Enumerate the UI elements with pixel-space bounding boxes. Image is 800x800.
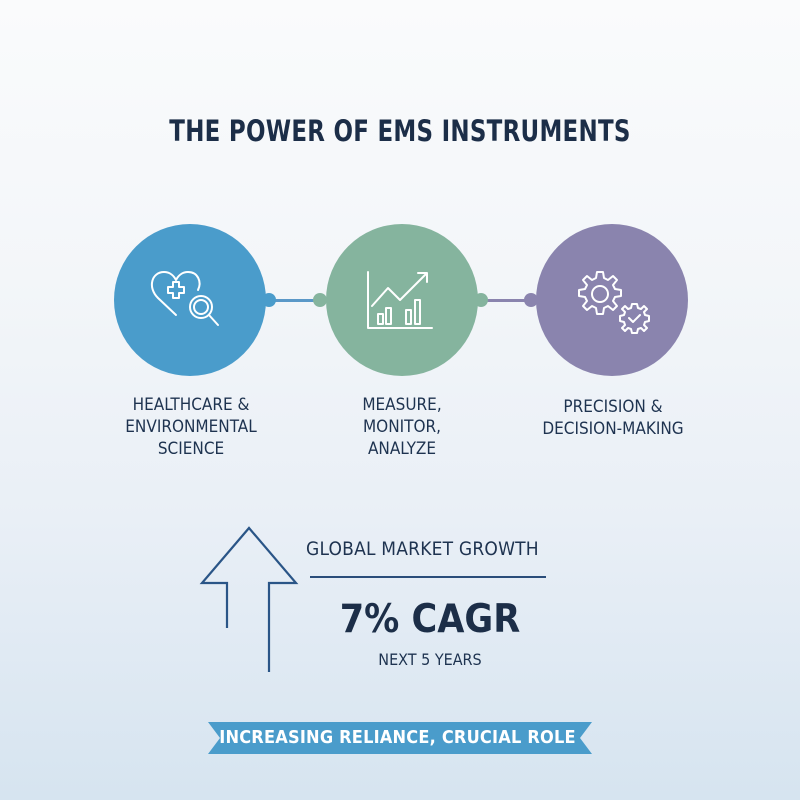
cagr-value: 7% CAGR bbox=[339, 597, 521, 642]
growth-heading: GLOBAL MARKET GROWTH bbox=[306, 538, 539, 560]
step-circle-healthcare bbox=[114, 224, 266, 376]
step-circle-measure bbox=[326, 224, 478, 376]
ribbon-banner bbox=[208, 722, 592, 754]
page-title: THE POWER OF EMS INSTRUMENTS bbox=[169, 114, 631, 148]
step-circle-precision bbox=[536, 224, 688, 376]
step-label-healthcare: HEALTHCARE & ENVIRONMENTAL SCIENCE bbox=[125, 395, 257, 459]
growth-divider bbox=[310, 576, 546, 578]
cagr-subtext: NEXT 5 YEARS bbox=[378, 650, 482, 669]
growth-chart-icon bbox=[367, 271, 433, 329]
step-label-measure: MEASURE, MONITOR, ANALYZE bbox=[362, 395, 442, 459]
connector-line-2 bbox=[484, 299, 532, 302]
heart-medical-search-icon bbox=[150, 271, 219, 326]
up-arrow-icon bbox=[199, 526, 299, 672]
connector-line-1 bbox=[272, 299, 320, 302]
connector-dot bbox=[313, 293, 327, 307]
step-label-precision: PRECISION & DECISION-MAKING bbox=[542, 397, 684, 439]
gears-check-icon bbox=[578, 271, 650, 334]
banner-text: INCREASING RELIANCE, CRUCIAL ROLE bbox=[219, 727, 576, 748]
connector-dot bbox=[524, 293, 538, 307]
